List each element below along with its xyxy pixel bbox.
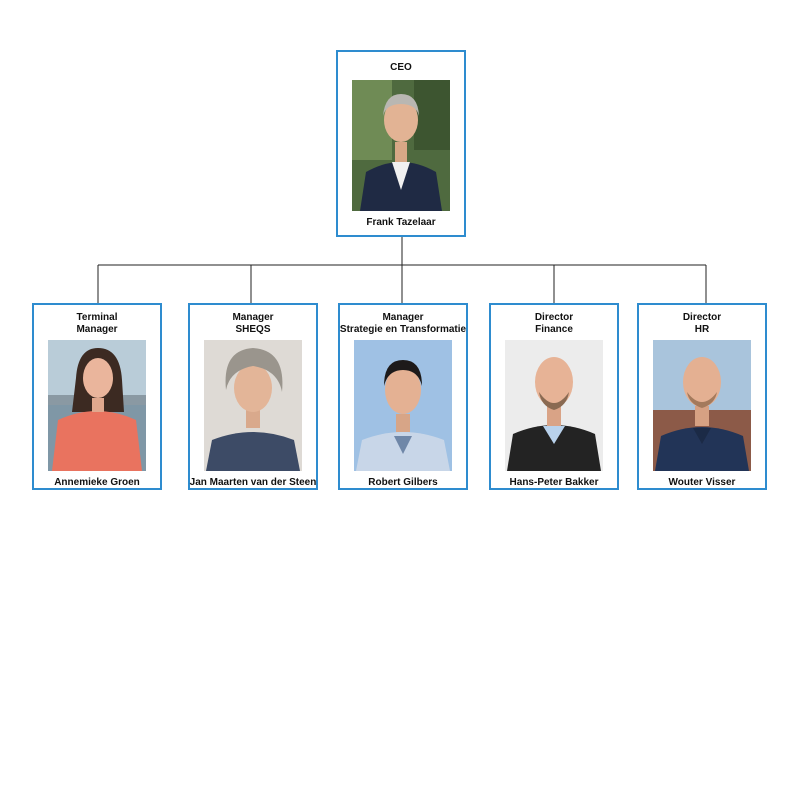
- person-photo: [204, 340, 302, 471]
- person-name: Wouter Visser: [668, 477, 736, 488]
- org-card-manager-strategie: Manager Strategie en Transformatie Rober…: [338, 303, 468, 490]
- person-name: Jan Maarten van der Steen: [189, 477, 317, 488]
- role-title: Manager Strategie en Transformatie: [340, 312, 466, 336]
- person-name: Frank Tazelaar: [366, 217, 436, 228]
- org-card-director-finance: Director Finance Hans-Peter Bakker: [489, 303, 619, 490]
- person-photo: [505, 340, 603, 471]
- role-title-line2: Finance: [535, 324, 573, 335]
- role-title-line2: SHEQS: [235, 324, 271, 335]
- person-name: Robert Gilbers: [368, 477, 438, 488]
- role-title: Director HR: [683, 312, 721, 336]
- person-photo: [354, 340, 452, 471]
- org-card-ceo: CEO Frank Tazelaar: [336, 50, 466, 237]
- role-title-line1: Director: [682, 312, 722, 323]
- role-title-line1: Manager: [232, 312, 274, 323]
- role-title-line2: HR: [694, 324, 710, 335]
- role-title: CEO: [390, 62, 412, 73]
- role-title: Director Finance: [535, 312, 573, 336]
- role-title: Manager SHEQS: [232, 312, 273, 336]
- role-title-line1: Manager: [382, 312, 424, 323]
- role-title-line1: Terminal: [76, 312, 118, 323]
- role-title-line2: Strategie en Transformatie: [339, 324, 467, 335]
- person-photo: [48, 340, 146, 471]
- org-card-manager-sheqs: Manager SHEQS Jan Maarten van der Steen: [188, 303, 318, 490]
- person-name: Annemieke Groen: [54, 477, 140, 488]
- person-name: Hans-Peter Bakker: [509, 477, 599, 488]
- role-title: Terminal Manager: [76, 312, 117, 336]
- person-photo: [352, 80, 450, 211]
- role-title-line2: Manager: [76, 324, 118, 335]
- org-card-director-hr: Director HR Wouter Visser: [637, 303, 767, 490]
- person-photo: [653, 340, 751, 471]
- role-title-line1: Director: [534, 312, 574, 323]
- org-card-terminal-manager: Terminal Manager Annemieke Groen: [32, 303, 162, 490]
